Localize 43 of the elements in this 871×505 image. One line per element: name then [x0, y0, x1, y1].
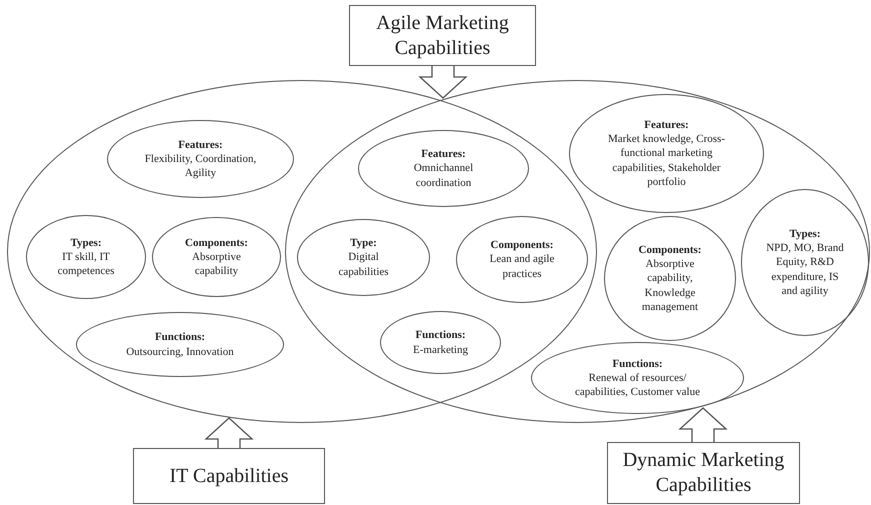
- block-arrow: [418, 65, 468, 99]
- block-arrow: [678, 407, 728, 443]
- category-ellipse: [107, 120, 294, 198]
- category-ellipse: [604, 216, 736, 341]
- category-heading: Types:: [790, 226, 820, 242]
- category-heading: Functions:: [154, 330, 206, 344]
- category-ellipse: [152, 217, 281, 297]
- category-ellipse: [380, 311, 501, 374]
- category-text: NPD, MO, Brand Equity, R&D expenditure, IS and agility: [765, 241, 845, 298]
- category-heading: Type:: [350, 236, 377, 250]
- category-heading: Functions:: [415, 328, 466, 342]
- category-text: Flexibility, Coordination, Agility: [144, 152, 258, 180]
- category-ellipse: [456, 216, 588, 303]
- category-ellipse: [297, 219, 430, 296]
- category-ellipse: [358, 130, 529, 207]
- category-text: Renewal of resources/ capabilities, Customer value: [574, 370, 701, 400]
- category-text: Lean and agile practices: [488, 252, 556, 281]
- category-text: IT skill, IT competences: [56, 250, 116, 278]
- label-box: IT Capabilities: [133, 448, 325, 504]
- category-heading: Features:: [421, 147, 466, 162]
- category-heading: Functions:: [612, 356, 663, 371]
- category-text: Outsourcing, Innovation: [126, 344, 234, 359]
- category-text: Market knowledge, Cross-functional marketing capabilities, Stakeholder portfolio: [606, 132, 726, 190]
- category-text: Absorptive capability: [191, 250, 242, 278]
- category-heading: Components:: [185, 236, 248, 250]
- category-heading: Components:: [638, 242, 702, 258]
- category-text: Digital capabilities: [337, 250, 390, 279]
- category-ellipse: [569, 94, 764, 213]
- category-text: Omnichannel coordination: [412, 161, 474, 190]
- category-ellipse: [76, 312, 284, 377]
- category-heading: Components:: [490, 238, 554, 252]
- category-ellipse: [531, 342, 744, 414]
- category-heading: Features:: [644, 118, 689, 132]
- label-box: Dynamic Marketing Capabilities: [607, 442, 800, 504]
- category-ellipse: [26, 215, 146, 299]
- category-text: Absorptive capability, Knowledge management: [640, 257, 700, 314]
- category-text: E-marketing: [413, 342, 468, 357]
- label-box: Agile Marketing Capabilities: [349, 5, 536, 66]
- category-ellipse: [741, 189, 869, 336]
- block-arrow: [204, 417, 254, 449]
- venn-ellipse: [285, 80, 870, 423]
- category-heading: Types:: [70, 236, 102, 250]
- category-heading: Features:: [178, 138, 223, 152]
